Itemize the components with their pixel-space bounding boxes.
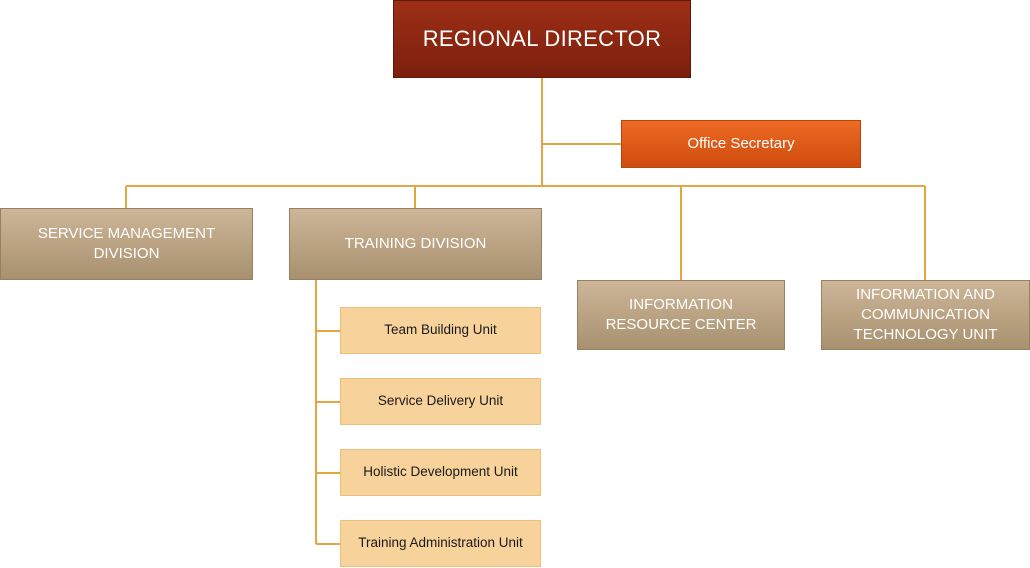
- service-delivery-unit-box: Service Delivery Unit: [340, 378, 541, 425]
- team-building-unit-box: Team Building Unit: [340, 307, 541, 354]
- training-division-label: TRAINING DIVISION: [344, 234, 487, 252]
- team-building-unit-label: Team Building Unit: [384, 322, 497, 338]
- information-resource-center-line-2: RESOURCE CENTER: [605, 316, 757, 333]
- service-management-division-line-1: SERVICE MANAGEMENT: [37, 224, 216, 242]
- holistic-development-unit-label: Holistic Development Unit: [363, 464, 518, 480]
- ict-unit-line-3: TECHNOLOGY UNIT: [853, 326, 998, 344]
- training-administration-unit-box: Training Administration Unit: [340, 520, 541, 567]
- training-division-box: TRAINING DIVISION: [289, 208, 542, 280]
- service-management-division-line-2: DIVISION: [93, 245, 160, 262]
- office-secretary-box: Office Secretary: [621, 120, 861, 168]
- service-management-division-box: SERVICE MANAGEMENT DIVISION: [0, 208, 253, 280]
- service-delivery-unit-label: Service Delivery Unit: [377, 393, 504, 409]
- ict-unit-box: INFORMATION AND COMMUNICATION TECHNOLOGY…: [821, 280, 1030, 350]
- ict-unit-line-2: COMMUNICATION: [861, 305, 990, 323]
- office-secretary-label: Office Secretary: [687, 134, 795, 152]
- information-resource-center-box: INFORMATION RESOURCE CENTER: [577, 280, 785, 350]
- regional-director-label: REGIONAL DIRECTOR: [422, 26, 662, 52]
- training-administration-unit-label: Training Administration Unit: [358, 535, 523, 551]
- holistic-development-unit-box: Holistic Development Unit: [340, 449, 541, 496]
- ict-unit-line-1: INFORMATION AND: [856, 285, 995, 303]
- information-resource-center-line-1: INFORMATION: [629, 295, 733, 313]
- regional-director-box: REGIONAL DIRECTOR: [393, 0, 691, 78]
